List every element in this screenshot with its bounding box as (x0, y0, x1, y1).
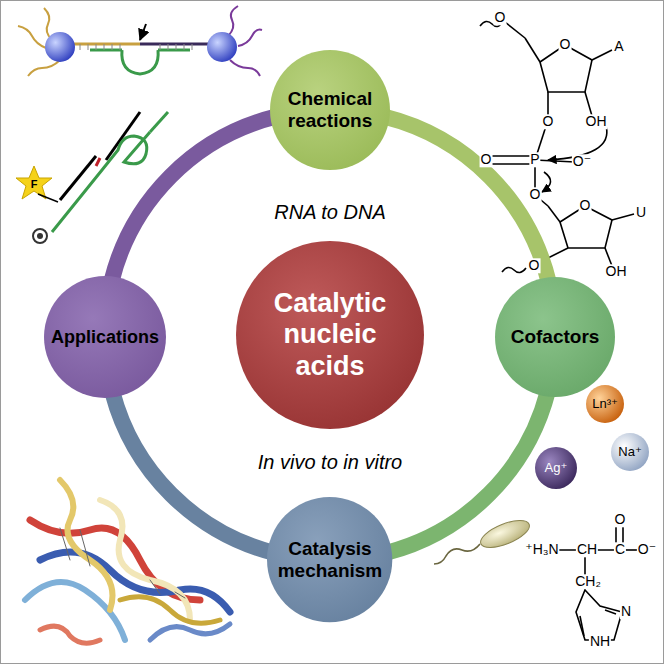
node-text-holder: Catalytic nucleic acids (236, 241, 424, 429)
chem-label: O (559, 37, 572, 52)
chem-label: O (528, 258, 541, 273)
chem-label: N (620, 604, 632, 619)
chem-label: O (614, 512, 627, 527)
chem-label: O (579, 198, 592, 213)
circle-fill (267, 497, 392, 622)
node-label: Applications (48, 327, 162, 348)
chem-label: O⁻ (637, 542, 657, 557)
ring-connector (112, 393, 272, 553)
theme-label: In vivo to in vitro (258, 451, 403, 473)
chem-label: OH (605, 264, 628, 279)
chem-label: CH (576, 542, 598, 557)
beacon-illustration (16, 112, 168, 243)
chem-label: O (529, 187, 542, 202)
chem-label: O (480, 152, 493, 167)
chem-label: A (613, 39, 624, 54)
ring-connector (385, 117, 549, 282)
node-label: Catalysis mechanism (274, 538, 386, 582)
node-text-holder: Cofactors (495, 277, 615, 397)
dinucleotide-structure (480, 18, 634, 273)
chem-label: O (494, 10, 507, 25)
chem-label: CH₂ (574, 574, 602, 589)
node-label: Chemical reactions (276, 88, 384, 132)
chem-label: Ln³⁺ (591, 397, 619, 411)
chem-label: P (529, 152, 540, 167)
ribozyme-structure (25, 480, 230, 643)
chem-label: Ag⁺ (544, 461, 569, 475)
ring-connector (112, 117, 276, 281)
node-label: Catalytic nucleic acids (255, 288, 405, 381)
central-circle: Catalytic nucleic acids (236, 241, 424, 429)
chem-label: ⁺H₃N (524, 542, 559, 557)
chem-label: OH (585, 114, 608, 129)
topic-circle: Applications (44, 276, 166, 398)
circle-fill (270, 50, 390, 170)
topic-circle: Chemical reactions (270, 50, 390, 170)
chem-label: NH (589, 634, 611, 649)
duplex-illustration (18, 6, 262, 76)
circle-fill (44, 276, 166, 398)
node-text-holder: Applications (44, 276, 166, 398)
node-label: Cofactors (499, 326, 611, 348)
chem-label: C (614, 542, 626, 557)
chem-label: U (635, 205, 647, 220)
ring-connector (387, 392, 548, 553)
chem-label: F (30, 178, 39, 190)
chem-label: Na⁺ (617, 445, 642, 459)
chem-label: O⁻ (572, 154, 592, 169)
topic-circle: Catalysis mechanism (267, 497, 392, 622)
node-text-holder: Catalysis mechanism (267, 497, 392, 622)
circle-fill (495, 277, 615, 397)
node-text-holder: Chemical reactions (270, 50, 390, 170)
theme-label: RNA to DNA (274, 201, 386, 223)
circle-fill (236, 241, 424, 429)
chem-label: O (542, 114, 555, 129)
topic-circle: Cofactors (495, 277, 615, 397)
